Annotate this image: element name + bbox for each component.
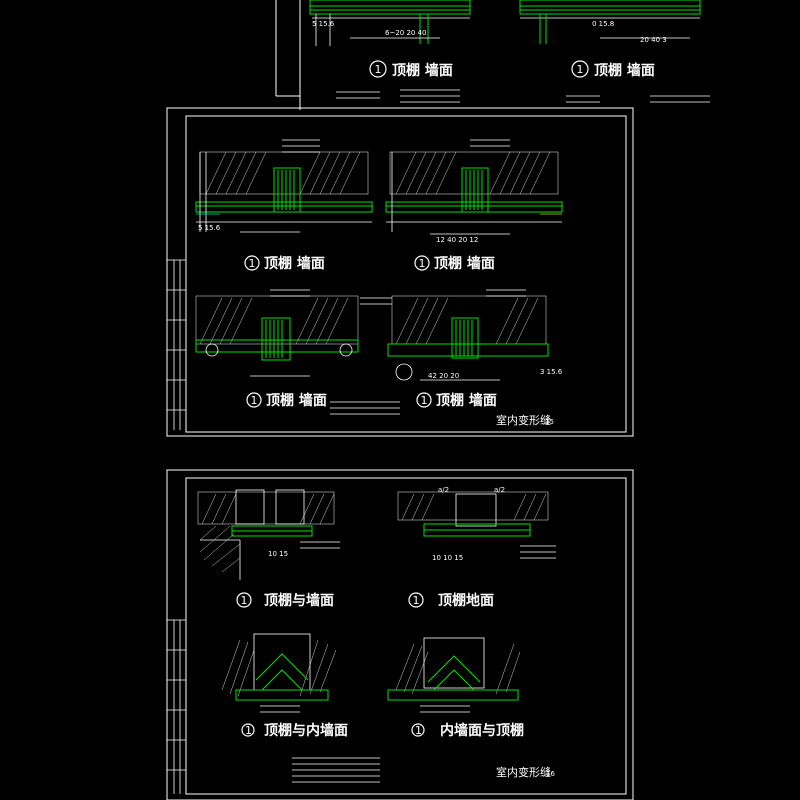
sheet-1-dim-b: 12 40 20 12 xyxy=(436,236,478,244)
sheet-2-dim-f-left: a/2 xyxy=(438,486,449,494)
sheet-2-inner-border xyxy=(185,477,627,795)
top-detail-title-1: 顶棚 墙面 xyxy=(392,62,453,79)
top-dim-left: 5 15.6 xyxy=(312,20,335,28)
sheet-1-title-c: 顶棚 墙面 xyxy=(266,392,327,409)
sheet-1-label-c: 1 顶棚 墙面 xyxy=(246,392,327,409)
sheet-2-outer-border xyxy=(166,469,634,800)
sheet-1-label-a: 1 顶棚 墙面 xyxy=(244,255,325,272)
sheet-1-title-d: 顶棚 墙面 xyxy=(436,392,497,409)
sheet-1-dim-d: 42 20 20 xyxy=(428,372,459,380)
sheet-1-label-d: 1 顶棚 墙面 xyxy=(416,392,497,409)
sheet-2-title-h: 内墙面与顶棚 xyxy=(440,722,524,739)
sheet-2-detail-g xyxy=(221,633,337,713)
sheet-2: 10 15 1 顶棚与墙面 a/2 a/2 10 10 15 1 顶棚地面 xyxy=(166,469,634,800)
top-notes xyxy=(336,89,710,103)
top-dim-left-2: 6~20 20 40 xyxy=(385,29,427,37)
svg-text:1: 1 xyxy=(421,394,428,407)
top-sheet: 5 15.6 6~20 20 40 0 15.8 20 40 3 1 顶棚 墙面… xyxy=(275,0,710,110)
sheet-1-detail-c xyxy=(195,289,392,377)
top-detail-title-2: 顶棚 墙面 xyxy=(594,62,655,79)
svg-text:1: 1 xyxy=(375,63,382,76)
svg-text:1: 1 xyxy=(413,594,420,607)
top-dim-right-2: 20 40 3 xyxy=(640,36,667,44)
sheet-2-dim-e: 10 15 xyxy=(268,550,288,558)
sheet-1-detail-d: 42 20 20 3 15.6 xyxy=(387,289,563,381)
sheet-2-title-f: 顶棚地面 xyxy=(438,592,494,609)
svg-text:1: 1 xyxy=(249,257,256,270)
top-detail-label-1: 1 顶棚 墙面 xyxy=(369,60,453,79)
svg-text:1: 1 xyxy=(251,394,258,407)
sheet-2-label-h: 1 内墙面与顶棚 xyxy=(411,722,524,739)
sheet-2-number: 16 xyxy=(546,770,555,778)
top-detail-left: 5 15.6 6~20 20 40 xyxy=(309,0,471,46)
svg-text:1: 1 xyxy=(577,63,584,76)
sheet-1-number: 15 xyxy=(545,418,554,426)
sheet-1-detail-a: 5 15.6 xyxy=(195,139,373,233)
top-dim-right: 0 15.8 xyxy=(592,20,614,28)
sheet-2-label-e: 1 顶棚与墙面 xyxy=(236,592,334,609)
svg-text:1: 1 xyxy=(241,594,248,607)
svg-text:1: 1 xyxy=(245,724,252,737)
sheet-1-title-block xyxy=(167,259,186,430)
sheet-2-label-g: 1 顶棚与内墙面 xyxy=(241,722,348,739)
sheet-1-outer-border xyxy=(166,107,634,437)
sheet-1-title: 室内变形缝 xyxy=(496,413,551,427)
sheet-2-detail-f: a/2 a/2 10 10 15 xyxy=(397,486,556,562)
sheet-1-title-b: 顶棚 墙面 xyxy=(434,255,495,272)
sheet-2-title-block xyxy=(167,619,186,794)
top-detail-right: 0 15.8 20 40 3 xyxy=(519,0,701,44)
sheet-1-dim-a: 5 15.6 xyxy=(198,224,221,232)
sheet-2-title-e: 顶棚与墙面 xyxy=(264,592,334,609)
sheet-2-label-f: 1 顶棚地面 xyxy=(408,592,494,609)
top-detail-label-2: 1 顶棚 墙面 xyxy=(571,60,655,79)
sheet-1-detail-b: 12 40 20 12 xyxy=(385,139,563,244)
sheet-1-inner-border xyxy=(185,115,627,433)
sheet-2-title: 室内变形缝 xyxy=(496,765,551,779)
sheet-1-dim-d-right: 3 15.6 xyxy=(540,368,563,376)
sheet-1-title-a: 顶棚 墙面 xyxy=(264,255,325,272)
sheet-2-detail-h xyxy=(387,637,521,713)
sheet-2-title-g: 顶棚与内墙面 xyxy=(264,722,348,739)
sheet-1: 5 15.6 1 顶棚 墙面 12 40 20 12 1 xyxy=(166,107,634,437)
svg-text:1: 1 xyxy=(419,257,426,270)
svg-text:1: 1 xyxy=(415,724,422,737)
sheet-2-detail-e: 10 15 xyxy=(197,489,340,580)
sheet-2-dim-f-right: a/2 xyxy=(494,486,505,494)
sheet-1-notes xyxy=(330,401,400,415)
sheet-2-notes xyxy=(292,757,380,783)
sheet-1-label-b: 1 顶棚 墙面 xyxy=(414,255,495,272)
sheet-2-dim-f: 10 10 15 xyxy=(432,554,463,562)
